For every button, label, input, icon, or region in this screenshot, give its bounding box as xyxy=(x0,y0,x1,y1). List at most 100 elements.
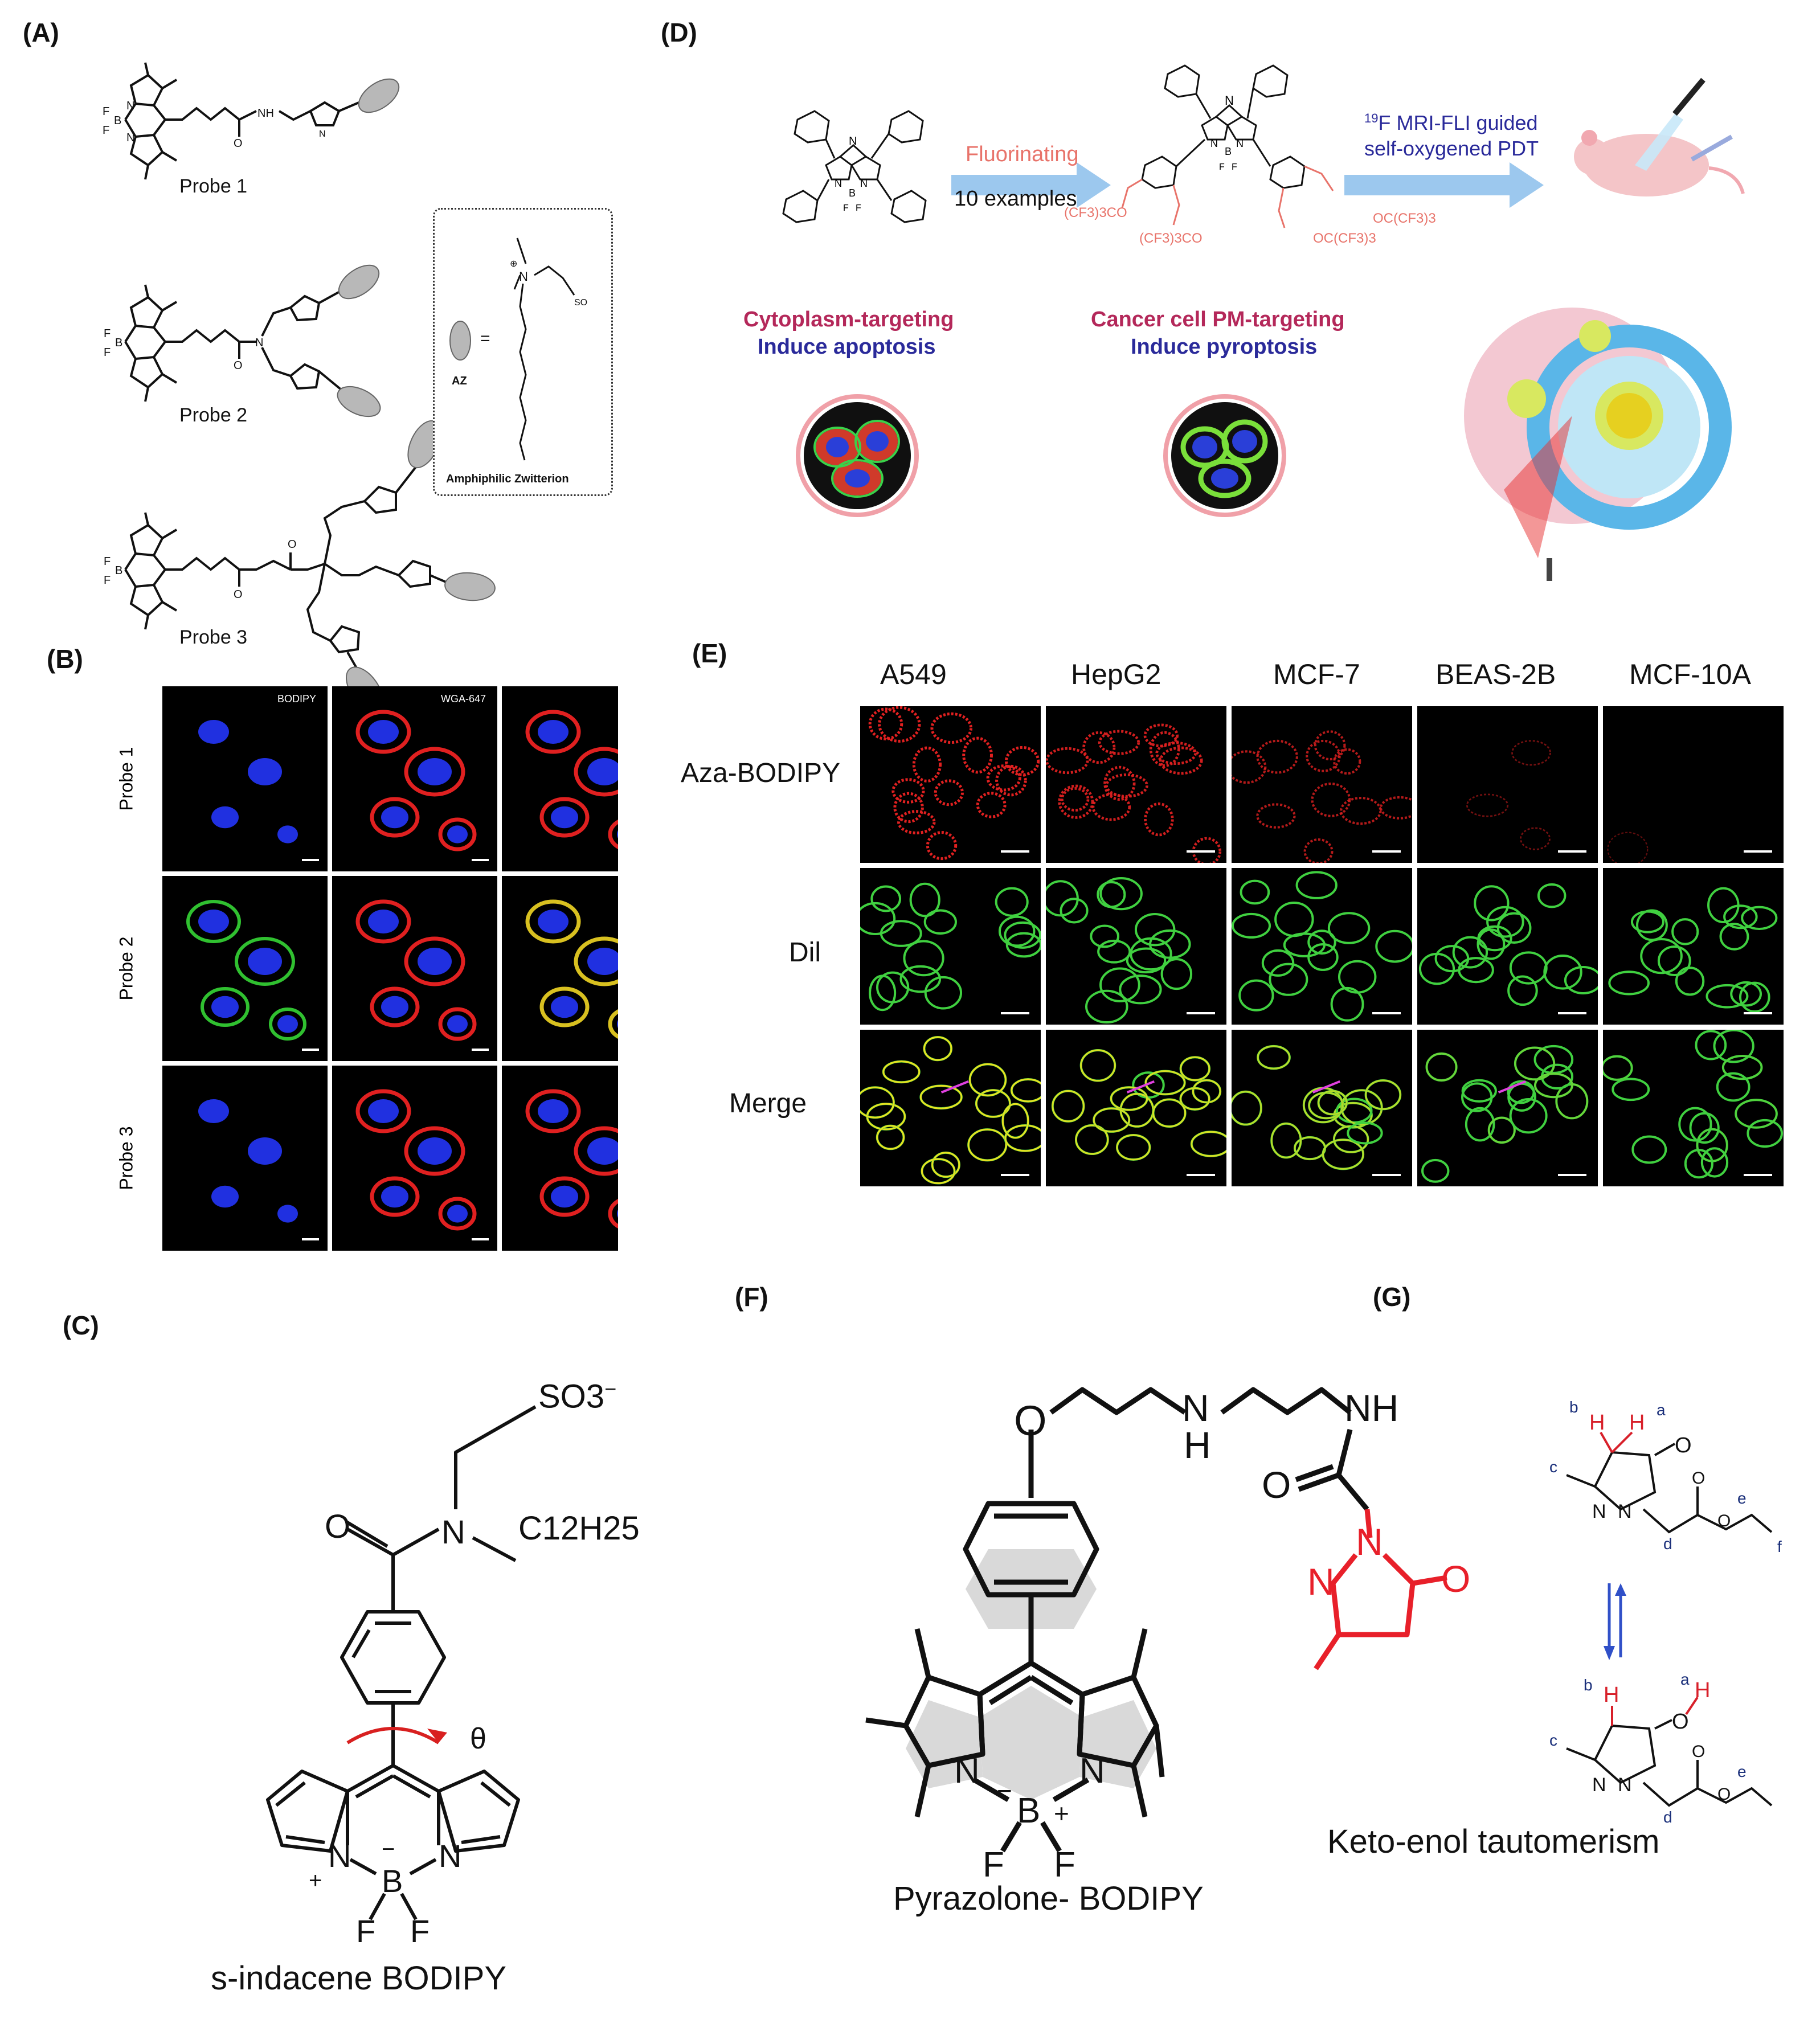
cf3-group-2: (CF3)3CO xyxy=(1139,231,1203,246)
e-col-a549: A549 xyxy=(880,658,947,690)
svg-text:H: H xyxy=(1589,1411,1605,1435)
c-boron: B xyxy=(382,1863,403,1899)
svg-text:F: F xyxy=(104,346,111,359)
c-fluorine-2: F xyxy=(410,1913,430,1949)
svg-text:O: O xyxy=(1717,1785,1731,1804)
az-legend-box: N ⊕ SO = AZ Amphiphilic Zwitterion xyxy=(433,208,613,496)
enol-form-structure: H H O N N O O b a c d e xyxy=(1549,1670,1773,1826)
svg-text:N: N xyxy=(1592,1774,1606,1796)
svg-text:NH: NH xyxy=(257,107,274,120)
c-amide-n: N xyxy=(441,1514,465,1551)
svg-text:N: N xyxy=(1079,1751,1105,1791)
svg-text:O: O xyxy=(1717,1512,1731,1530)
svg-text:F: F xyxy=(104,327,111,340)
f-name: Pyrazolone- BODIPY xyxy=(893,1880,1204,1917)
c-plus: + xyxy=(309,1868,322,1893)
svg-text:B: B xyxy=(115,564,122,577)
panel-label-e: (E) xyxy=(692,638,727,668)
b-micrograph: WGA-647 xyxy=(332,686,497,871)
e-row-dil: Dil xyxy=(789,937,821,968)
e-col-beas2b: BEAS-2B xyxy=(1435,658,1556,690)
c-minus: − xyxy=(382,1837,395,1862)
e-col-hepg2: HepG2 xyxy=(1071,658,1161,690)
svg-text:b: b xyxy=(1569,1398,1578,1416)
svg-text:N: N xyxy=(255,337,263,349)
e-micrograph xyxy=(1046,1030,1226,1186)
f-minus: − xyxy=(997,1776,1012,1805)
f-amine-h: H xyxy=(1184,1424,1211,1466)
probe-3-structure: F F B O O xyxy=(104,420,496,712)
left-caption-1: Cytoplasm-targeting xyxy=(743,308,954,331)
f-pyrazolone-n2: N xyxy=(1307,1561,1335,1603)
svg-text:N: N xyxy=(954,1751,980,1791)
c-theta: θ xyxy=(470,1722,486,1755)
g-name: Keto-enol tautomerism xyxy=(1327,1823,1660,1860)
panel-e-grid xyxy=(860,706,1786,1190)
f-amide-nh: NH xyxy=(1344,1387,1398,1429)
b-micrograph xyxy=(162,1066,328,1251)
f-fluorine-1: F xyxy=(983,1845,1004,1885)
az-legend-equals: = xyxy=(480,329,490,348)
svg-text:N: N xyxy=(1210,138,1218,149)
s-indacene-bodipy-structure: O N θ N N + − B F F xyxy=(266,1405,537,1949)
svg-text:B: B xyxy=(114,114,121,127)
e-micrograph xyxy=(1232,1030,1412,1186)
mouse-illustration xyxy=(1574,77,1745,196)
c-oxygen: O xyxy=(325,1508,350,1545)
svg-text:b: b xyxy=(1584,1676,1593,1694)
svg-text:N: N xyxy=(439,1838,461,1874)
panel-label-g: (G) xyxy=(1373,1282,1411,1312)
pdt-label-2: self-oxygened PDT xyxy=(1364,137,1539,160)
svg-text:B: B xyxy=(115,337,122,349)
b-row-label: Probe 2 xyxy=(105,899,148,1038)
e-micrograph xyxy=(1603,706,1784,863)
e-micrograph xyxy=(860,868,1041,1025)
e-row-merge: Merge xyxy=(729,1088,807,1119)
svg-text:N: N xyxy=(126,132,134,144)
b-micrograph: Merge xyxy=(502,686,618,871)
svg-text:F: F xyxy=(103,105,109,118)
e-micrograph xyxy=(1046,706,1226,863)
f-fluorine-2: F xyxy=(1054,1845,1075,1885)
e-col-mcf10a: MCF-10A xyxy=(1629,658,1751,690)
svg-text:SO: SO xyxy=(574,298,587,308)
svg-text:e: e xyxy=(1737,1763,1747,1780)
svg-text:F: F xyxy=(104,574,111,587)
e-row-aza-bodipy: Aza-BODIPY xyxy=(681,758,841,788)
svg-text:O: O xyxy=(1692,1742,1705,1761)
f-boron: B xyxy=(1017,1791,1040,1830)
e-micrograph xyxy=(1046,868,1226,1025)
b-micrograph xyxy=(502,876,618,1061)
f-pyrazolone-o: O xyxy=(1441,1558,1470,1600)
svg-text:H: H xyxy=(1629,1411,1645,1435)
e-micrograph xyxy=(1603,868,1784,1025)
svg-text:N: N xyxy=(849,135,857,148)
svg-text:e: e xyxy=(1737,1489,1747,1507)
e-micrograph xyxy=(1232,706,1412,863)
c-chain: C12H25 xyxy=(518,1510,640,1547)
c-so3: SO3− xyxy=(538,1377,617,1415)
panel-label-a: (A) xyxy=(23,18,59,47)
pyrazolone-bodipy-structure: O N H NH O N N O N N B − + F F xyxy=(865,1387,1470,1885)
svg-text:O: O xyxy=(1692,1469,1705,1488)
svg-text:N: N xyxy=(328,1838,351,1874)
cf3-group-3: OC(CF3)3 xyxy=(1313,231,1376,246)
svg-text:d: d xyxy=(1663,1535,1672,1553)
b-micrograph xyxy=(502,1066,618,1251)
e-micrograph xyxy=(1417,1030,1598,1186)
e-micrograph xyxy=(1417,706,1598,863)
svg-text:O: O xyxy=(234,588,243,601)
svg-text:N: N xyxy=(1618,1501,1632,1522)
b-micrograph xyxy=(162,876,328,1061)
svg-text:f: f xyxy=(1777,1538,1782,1555)
svg-text:N: N xyxy=(319,129,326,139)
svg-text:O: O xyxy=(234,359,243,372)
examples-label: 10 examples xyxy=(954,187,1077,211)
svg-text:F: F xyxy=(104,555,111,568)
svg-text:c: c xyxy=(1549,1458,1557,1476)
svg-text:O: O xyxy=(1672,1710,1689,1734)
cytoplasm-cells-image xyxy=(796,394,919,517)
c-name: s-indacene BODIPY xyxy=(211,1960,507,1997)
e-micrograph xyxy=(1232,868,1412,1025)
